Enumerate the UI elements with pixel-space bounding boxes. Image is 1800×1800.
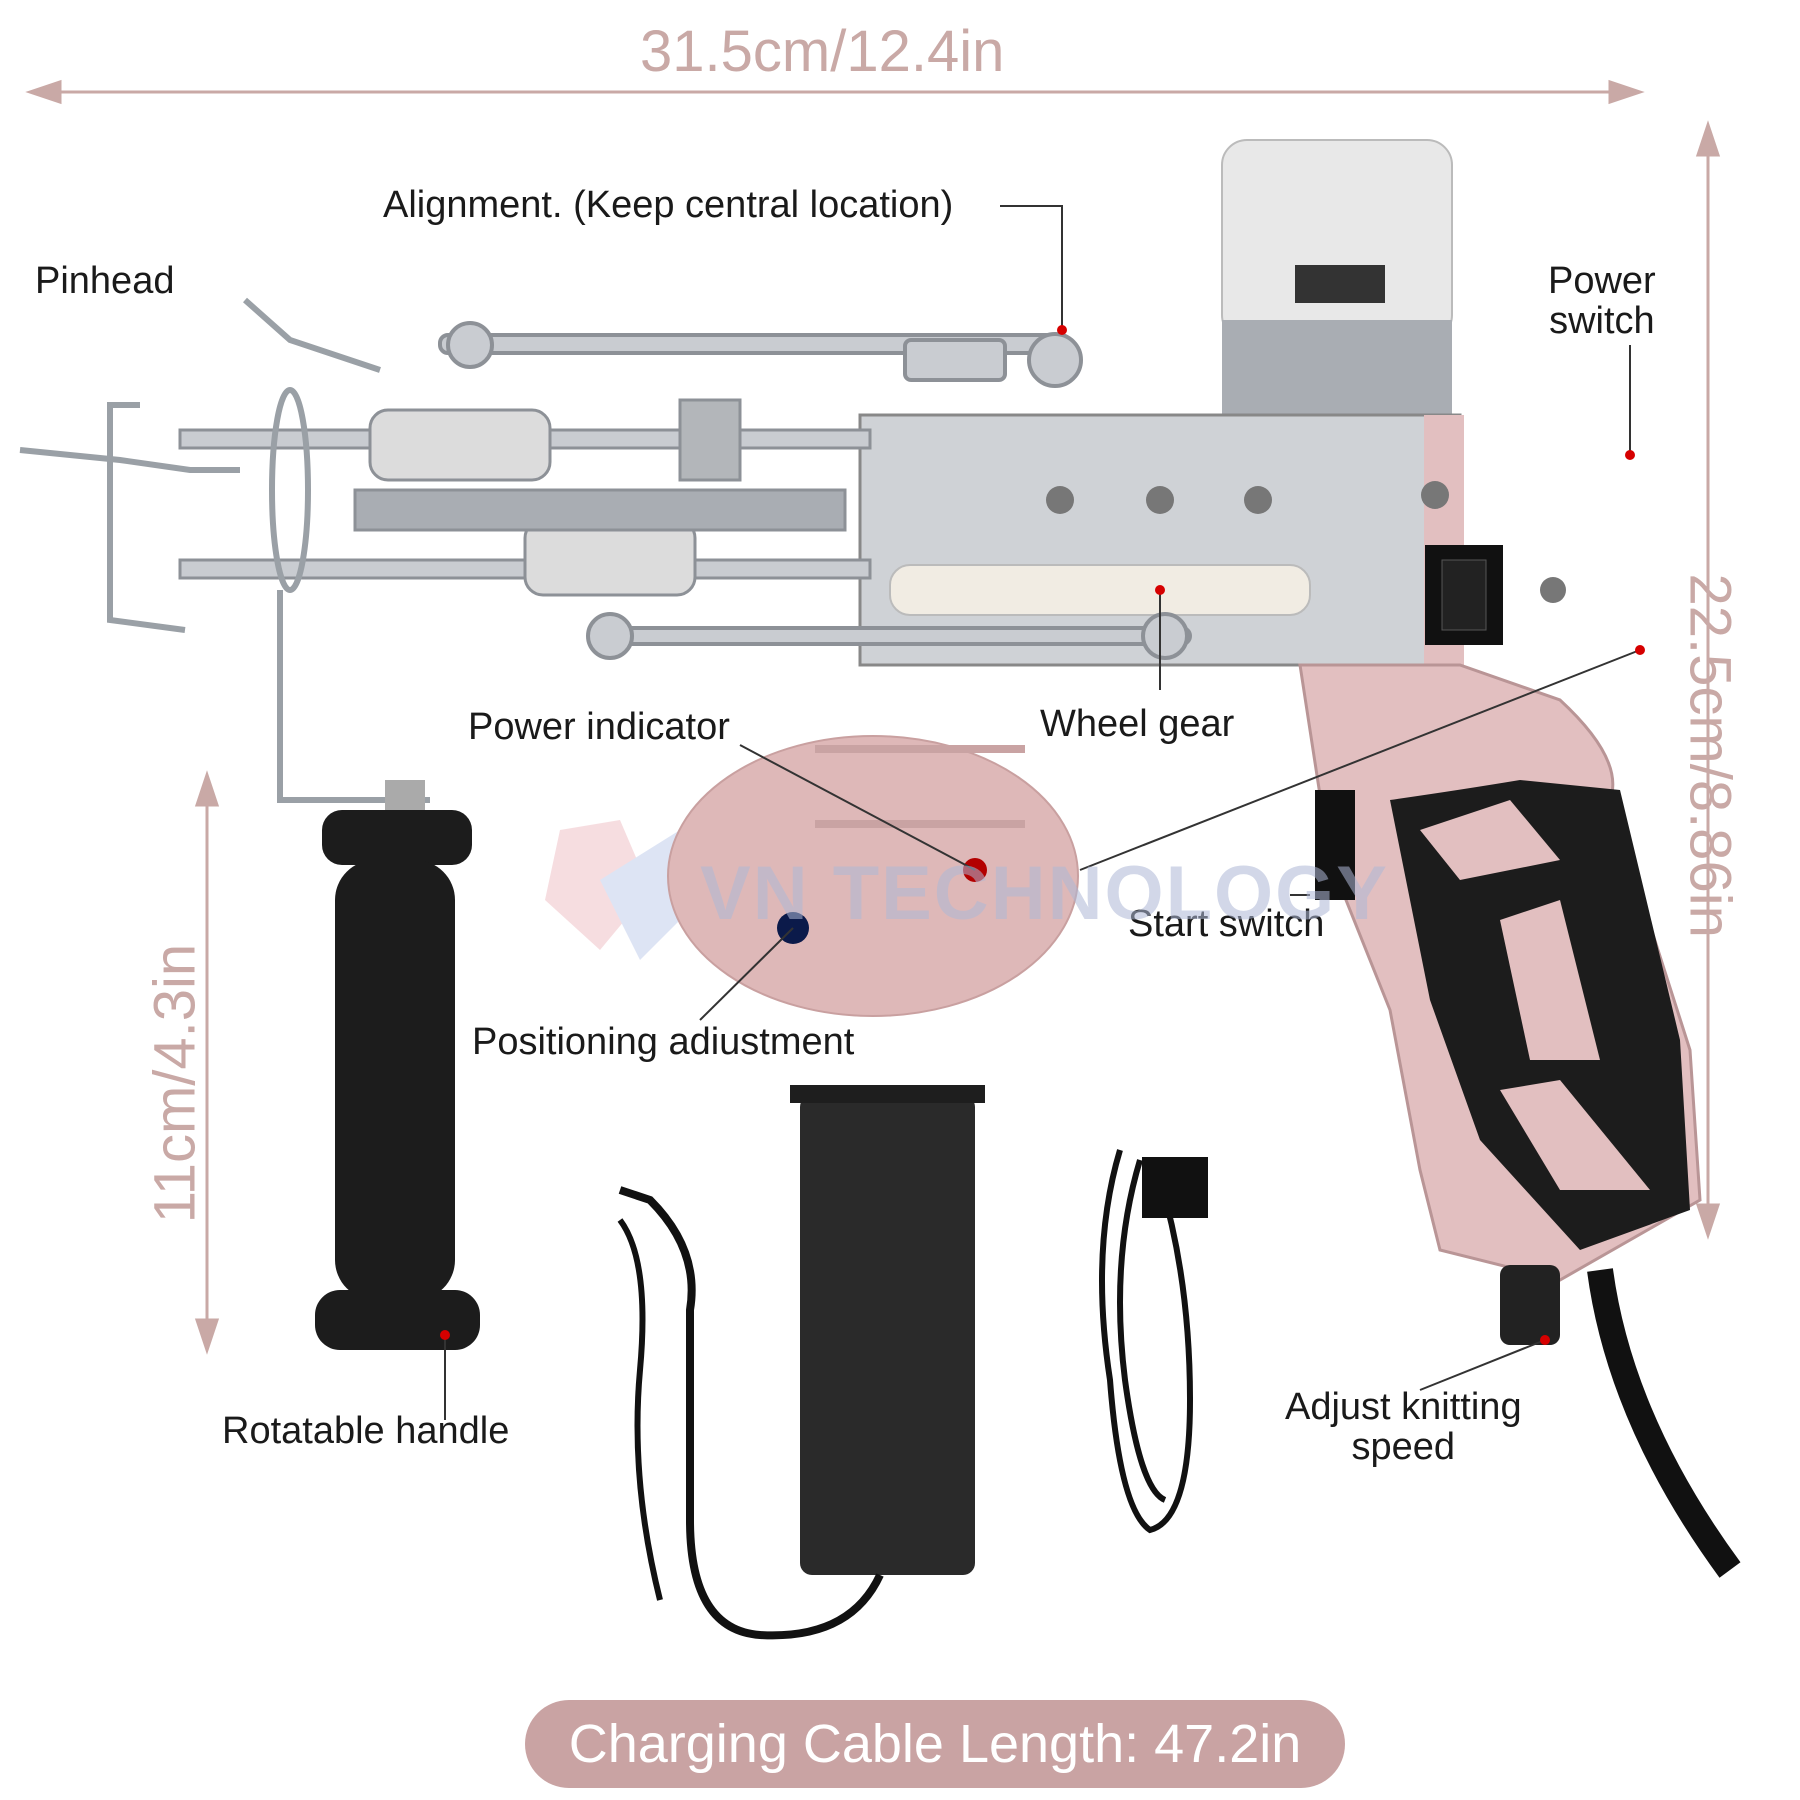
callout-dots (440, 325, 1645, 1345)
adjust-speed-label-line1: Adjust knitting (1285, 1386, 1522, 1428)
adjust-speed-label: Adjust knitting speed (1285, 1386, 1522, 1468)
power-cord-coil (1099, 1149, 1208, 1534)
top-rod (438, 321, 1083, 388)
start-switch-label: Start switch (1128, 903, 1325, 945)
rotatable-handle-shape (315, 780, 480, 1350)
height-dimension-label: 22.5cm/8.86in (1677, 573, 1743, 938)
leader-lines (444, 205, 1641, 1420)
power-cable (1587, 1268, 1741, 1578)
positioning-adjustment-label: Positioning adiustment (472, 1021, 855, 1063)
power-adapter (790, 1085, 985, 1575)
handle-height-arrow (194, 770, 220, 1355)
speed-knob (1500, 1265, 1560, 1345)
power-switch-label-line1: Power (1548, 260, 1656, 302)
wheel-gear-label: Wheel gear (1040, 703, 1235, 745)
height-arrow (1695, 120, 1721, 1240)
zoom-bubble (667, 735, 1079, 1017)
rotatable-handle-label: Rotatable handle (222, 1410, 510, 1452)
motor (1221, 139, 1453, 415)
width-dimension-label: 31.5cm/12.4in (640, 19, 1005, 84)
width-arrow (25, 79, 1645, 105)
power-switch-label: Power switch (1548, 260, 1656, 342)
bottom-rod (586, 612, 1192, 660)
guide-rods (178, 398, 872, 597)
gun-housing (1298, 663, 1702, 1282)
power-switch-label-line2: switch (1549, 299, 1655, 342)
charging-cable-banner-text: Charging Cable Length: 47.2in (568, 1714, 1302, 1774)
adjust-speed-label-line2: speed (1351, 1425, 1456, 1468)
handle-dimension-label: 11cm/4.3in (142, 943, 208, 1224)
alignment-label: Alignment. (Keep central location) (383, 184, 954, 226)
wheel-gear-shape (889, 564, 1311, 616)
metal-body (858, 413, 1566, 667)
pinhead-label: Pinhead (35, 260, 175, 302)
power-indicator-label: Power indicator (468, 706, 730, 748)
adapter-cable (618, 1186, 884, 1640)
watermark-text: VN TECHNOLOGY (700, 851, 1389, 936)
pinhead-assembly (19, 297, 430, 803)
charging-cable-banner: Charging Cable Length: 47.2in (525, 1700, 1345, 1788)
